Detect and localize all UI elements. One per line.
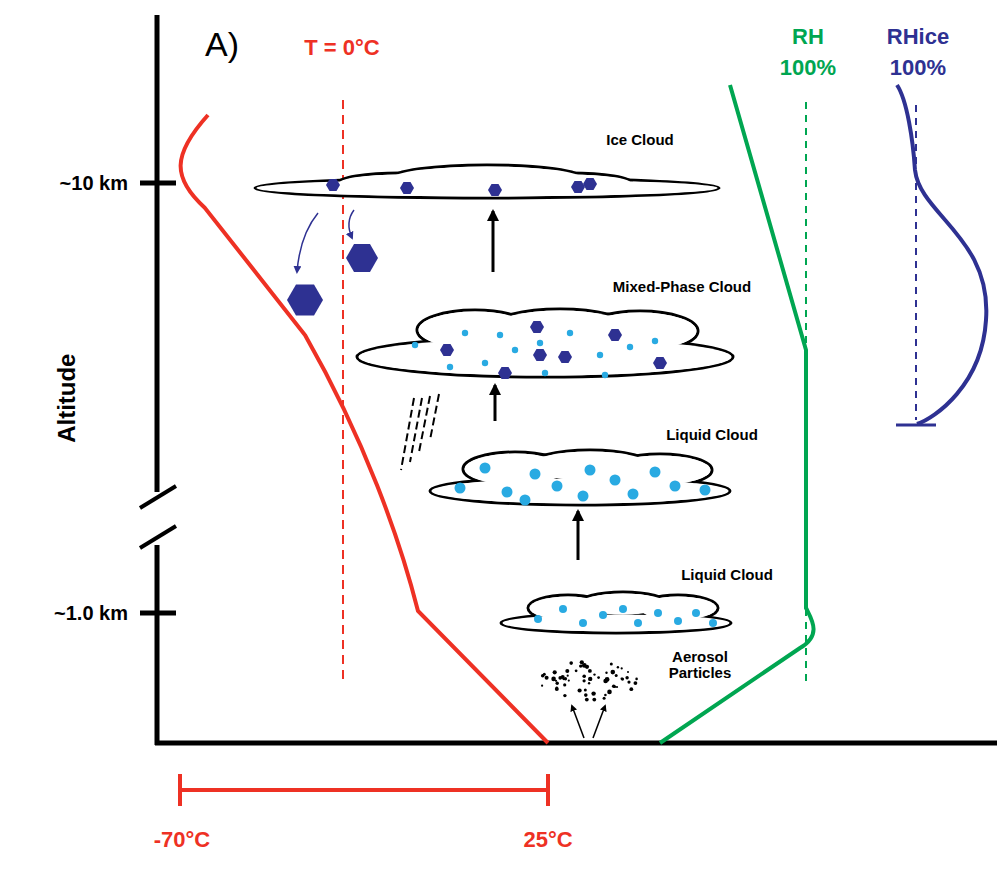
- flow-arrow: [577, 511, 580, 560]
- cloud-node: Mixed-Phase Cloud: [355, 275, 756, 382]
- altitude-tick-label: ~10 km: [60, 172, 128, 194]
- axis-tick: [140, 611, 176, 616]
- flow-arrow: [494, 385, 497, 421]
- altitude-axis: [155, 15, 160, 492]
- cloud-label: Liquid Cloud: [666, 427, 758, 444]
- altitude-axis: [155, 545, 160, 745]
- ground-axis: [155, 741, 997, 746]
- cloud-node: Ice Cloud: [250, 128, 725, 208]
- cloud-label: Ice Cloud: [606, 132, 674, 149]
- cloud-node: Liquid Cloud: [498, 563, 783, 635]
- range-bar: [180, 788, 548, 792]
- range-cap: [178, 774, 182, 806]
- axis-value: 100%: [890, 56, 946, 80]
- cloud-label: Mixed-Phase Cloud: [613, 279, 751, 296]
- cloud-label: Liquid Cloud: [681, 567, 773, 584]
- axis-tick: [140, 181, 176, 186]
- updraft-arrow: [593, 706, 605, 738]
- axis-break: [140, 486, 176, 508]
- rhice-profile: [897, 85, 986, 424]
- range-label: 25°C: [523, 828, 572, 852]
- axis-label: RH: [792, 25, 824, 49]
- range-cap: [546, 774, 550, 806]
- ice-crystal: [287, 284, 323, 315]
- fall-arrow: [297, 213, 318, 272]
- axis-label: RHice: [887, 25, 949, 49]
- range-label: -70°C: [154, 828, 210, 852]
- altitude-tick-label: ~1.0 km: [54, 602, 128, 624]
- profile-base: [896, 424, 936, 427]
- axis-label: T = 0°C: [304, 36, 379, 60]
- aerosol-dots: [541, 660, 638, 701]
- aerosol-label: Aerosol Particles: [660, 649, 740, 682]
- precipitation: [401, 394, 439, 470]
- axis-value: 100%: [780, 56, 836, 80]
- cloud-node: Liquid Cloud: [425, 424, 770, 508]
- flow-arrow: [492, 211, 495, 272]
- temperature-profile: [181, 115, 548, 743]
- axis-break: [140, 526, 176, 548]
- axis-title: Altitude: [55, 353, 81, 442]
- updraft-arrow: [572, 706, 584, 738]
- ice-crystal: [346, 244, 378, 272]
- fall-arrow: [349, 210, 354, 238]
- panel-letter: A): [205, 26, 239, 63]
